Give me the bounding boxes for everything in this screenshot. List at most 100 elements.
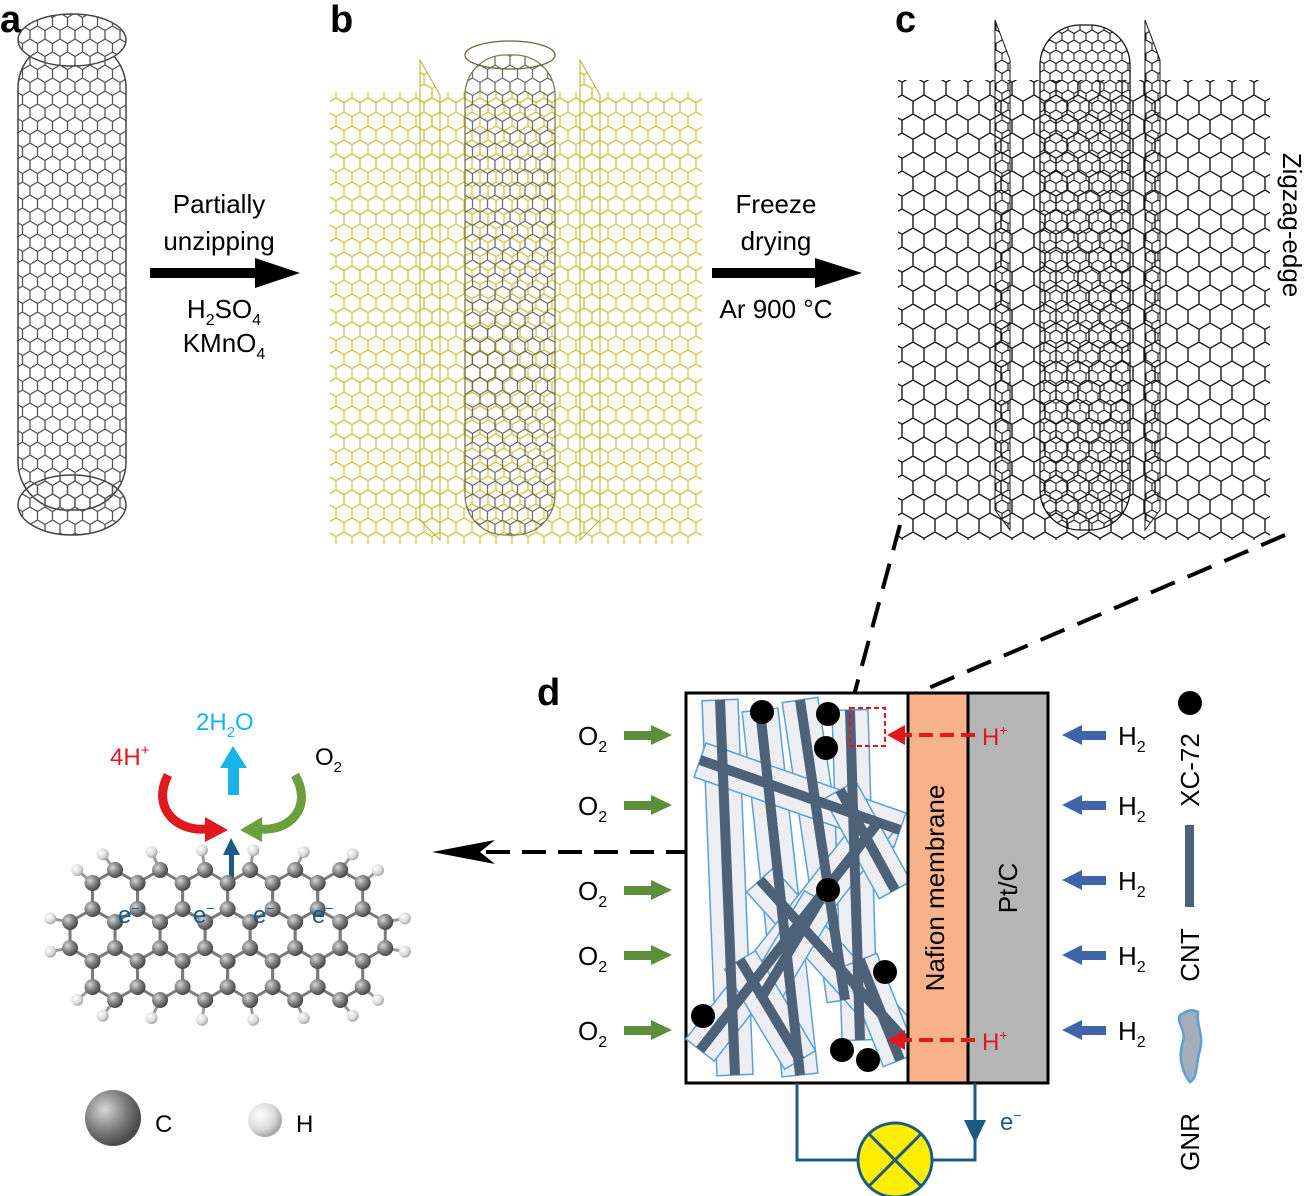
hydrogen-atom (346, 1009, 359, 1022)
carbon-atom (84, 901, 101, 917)
nafion-membrane (906, 691, 970, 1085)
h2-arrow (1080, 876, 1106, 885)
proton-label-bottom: H+ (982, 1027, 1008, 1056)
electron-label-2: e− (193, 900, 215, 929)
anode-label: Pt/C (993, 863, 1023, 914)
circuit-electron-label: e− (1000, 1107, 1022, 1136)
cnt-legend-icon (1185, 825, 1194, 907)
hydrogen-atom (44, 945, 57, 958)
carbon-atom (62, 940, 78, 956)
o2-arrow (624, 731, 654, 740)
xc72-particle (816, 878, 840, 902)
xc72-particle (873, 960, 897, 984)
electron-label-1: e− (118, 900, 140, 929)
electron-label-3: e− (253, 900, 275, 929)
carbon-atom (354, 979, 371, 995)
graphene-nanoribbon-molecule (44, 844, 411, 1026)
external-circuit (795, 1083, 986, 1162)
gnr-legend-icon (1177, 1009, 1203, 1084)
cnt-rod (755, 897, 825, 1003)
carbon-atom (264, 875, 281, 891)
electron-label-4: e− (312, 900, 334, 929)
xc72-particle (856, 1048, 880, 1072)
carbon-atom (332, 940, 349, 956)
cnt-rod (696, 816, 884, 1054)
panel-label-c: c (895, 0, 916, 41)
carbon-atom (62, 914, 78, 930)
xc72-particle (750, 700, 774, 724)
annealed-unzipped-nanotube (898, 19, 1270, 540)
cnt-legend-label: CNT (1175, 928, 1205, 982)
o2-arrowhead (651, 880, 672, 900)
h2-arrowhead (1062, 795, 1082, 815)
h2-arrowhead (1062, 945, 1082, 965)
xc72-particle (814, 736, 838, 760)
step1-reagent-kmno4: KMnO4 (183, 328, 266, 363)
o2-label: O2 (578, 1016, 607, 1051)
o2-arrowhead (651, 1020, 672, 1040)
arrow-step2 (712, 258, 862, 288)
carbon-atom (152, 940, 169, 956)
hydrogen-atom (71, 864, 84, 877)
carbon-atom (84, 979, 101, 995)
carbon-atom (242, 862, 259, 878)
carbon-atom (197, 940, 214, 956)
carbon-atom (264, 901, 281, 917)
carbon-nanotube (17, 13, 127, 536)
hydrogen-atom (247, 844, 260, 857)
o2-arrow (624, 951, 654, 960)
carbon-atom (219, 953, 236, 969)
h2-arrowhead (1062, 725, 1082, 745)
carbon-atom (107, 940, 124, 956)
nafion-membrane-label: Nafion membrane (920, 785, 950, 992)
carbon-atom (107, 992, 124, 1008)
gnr-legend-label: GNR (1175, 1113, 1205, 1171)
hydrogen-atom (297, 845, 310, 858)
carbon-atom (107, 862, 124, 878)
hydrogen-atom (195, 844, 208, 857)
carbon-atom (309, 901, 326, 917)
reaction-arrows (158, 746, 306, 885)
o2-arrowhead (651, 725, 672, 745)
carbon-atom (152, 992, 169, 1008)
o2-arrow (624, 886, 654, 895)
carbon-atom (287, 992, 304, 1008)
carbon-atom (129, 901, 146, 917)
carbon-atom (377, 940, 394, 956)
pointer-arrowhead (432, 840, 495, 864)
o2-label: O2 (578, 721, 607, 756)
carbon-atom (84, 953, 101, 969)
cnt-rod (735, 957, 805, 1063)
hydrogen-atom (145, 1012, 158, 1025)
carbon-atom (174, 953, 191, 969)
carbon-atom (287, 862, 304, 878)
lamp-icon (856, 1121, 934, 1196)
carbon-atom (309, 979, 326, 995)
carbon-atom (242, 914, 259, 930)
o2-arrowhead (651, 945, 672, 965)
carbon-atom (264, 953, 281, 969)
water-label: 2H2O (196, 709, 254, 741)
carbon-atom (332, 992, 349, 1008)
hydrogen-atom (398, 912, 411, 925)
carbon-atom (152, 862, 169, 878)
zigzag-edge-label: Zigzag-edge (1277, 153, 1307, 298)
carbon-atom (309, 953, 326, 969)
carbon-atom (332, 914, 349, 930)
carbon-atom (219, 901, 236, 917)
electron-labels: e− e− e− e− (118, 900, 334, 929)
panel-label-a: a (0, 0, 22, 41)
unzipped-nanotube-yellow (330, 40, 702, 544)
carbon-legend-label: C (155, 1111, 172, 1138)
cnt-rod (835, 787, 900, 893)
carbon-atom (152, 914, 169, 930)
xc72-legend-label: XC-72 (1175, 733, 1205, 807)
step1-label-line1: Partially (173, 189, 265, 219)
carbon-atom-legend-icon (85, 1090, 141, 1146)
o2-arrowhead (651, 795, 672, 815)
hydrogen-atom (297, 1012, 310, 1025)
carbon-atom (129, 979, 146, 995)
hydrogen-atom (145, 845, 158, 858)
